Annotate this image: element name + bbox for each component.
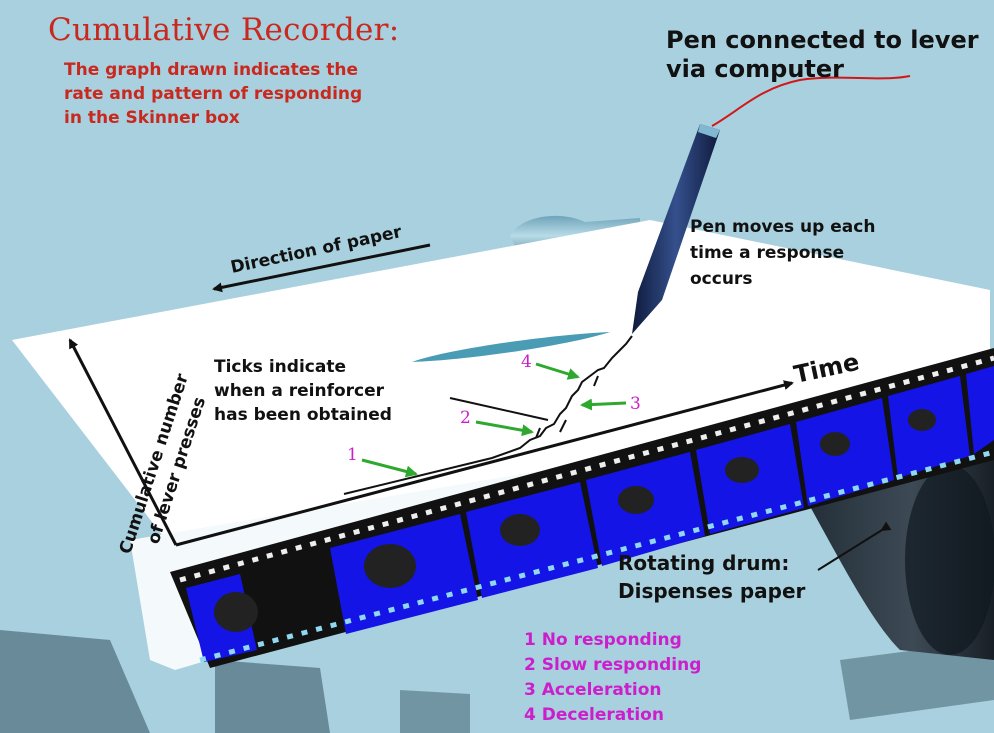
reinforcer-tick: [535, 427, 541, 439]
reinforcer-tick: [593, 375, 599, 387]
subtitle-line: in the Skinner box: [64, 108, 240, 128]
legend-item: 2 Slow responding: [524, 655, 702, 675]
paper-sheet: [12, 220, 990, 548]
pen-wire: [711, 75, 911, 127]
marker-arrow-4: [535, 362, 580, 380]
drum-label: Rotating drum: Dispenses paper: [618, 549, 805, 605]
cumulative-record: [343, 335, 633, 495]
pen-icon: [632, 124, 720, 334]
y-axis: [68, 338, 178, 546]
drum-line: Dispenses paper: [618, 579, 806, 603]
legend-item: 1 No responding: [524, 630, 682, 650]
marker-arrow-1: [361, 458, 418, 478]
film-strip: [170, 348, 994, 668]
time-axis: [175, 380, 794, 547]
shadow: [0, 630, 150, 733]
marker-2: 2: [460, 408, 471, 428]
reinforcer-tick: [559, 419, 567, 433]
subtitle-line: The graph drawn indicates the: [64, 60, 359, 80]
paper-shadow-bar: [412, 332, 610, 362]
diagram-title: Cumulative Recorder:: [48, 12, 400, 48]
pen-moves-label: Pen moves up each time a response occurs: [690, 214, 875, 292]
ticks-label: Ticks indicate when a reinforcer has bee…: [214, 355, 392, 427]
drum-pointer: [817, 521, 892, 571]
drum-line: Rotating drum:: [618, 551, 790, 575]
shadow: [840, 640, 994, 720]
ticks-line: when a reinforcer: [214, 381, 385, 401]
pen-label: Pen connected to lever via computer: [666, 26, 979, 84]
pen-moves-line: Pen moves up each: [690, 217, 876, 237]
shadow: [215, 660, 330, 733]
pen-moves-line: occurs: [690, 269, 753, 289]
marker-arrow-3: [580, 398, 627, 411]
legend: 1 No responding 2 Slow responding 3 Acce…: [524, 628, 701, 728]
drum-end: [905, 465, 994, 655]
marker-3: 3: [630, 394, 641, 414]
ticks-line: has been obtained: [214, 405, 392, 425]
legend-item: 3 Acceleration: [524, 680, 662, 700]
subtitle-line: rate and pattern of responding: [64, 84, 363, 104]
ticks-pointer: [449, 397, 549, 421]
marker-arrow-2: [475, 420, 534, 437]
legend-item: 4 Deceleration: [524, 705, 664, 725]
marker-1: 1: [347, 445, 358, 465]
ticks-line: Ticks indicate: [214, 357, 346, 377]
pen-label-line: via computer: [666, 55, 844, 83]
direction-arrow: [212, 243, 431, 293]
shadow: [400, 690, 470, 733]
marker-4: 4: [521, 352, 532, 372]
pen-moves-line: time a response: [690, 243, 845, 263]
pen-label-line: Pen connected to lever: [666, 26, 979, 54]
subtitle: The graph drawn indicates the rate and p…: [64, 58, 362, 130]
